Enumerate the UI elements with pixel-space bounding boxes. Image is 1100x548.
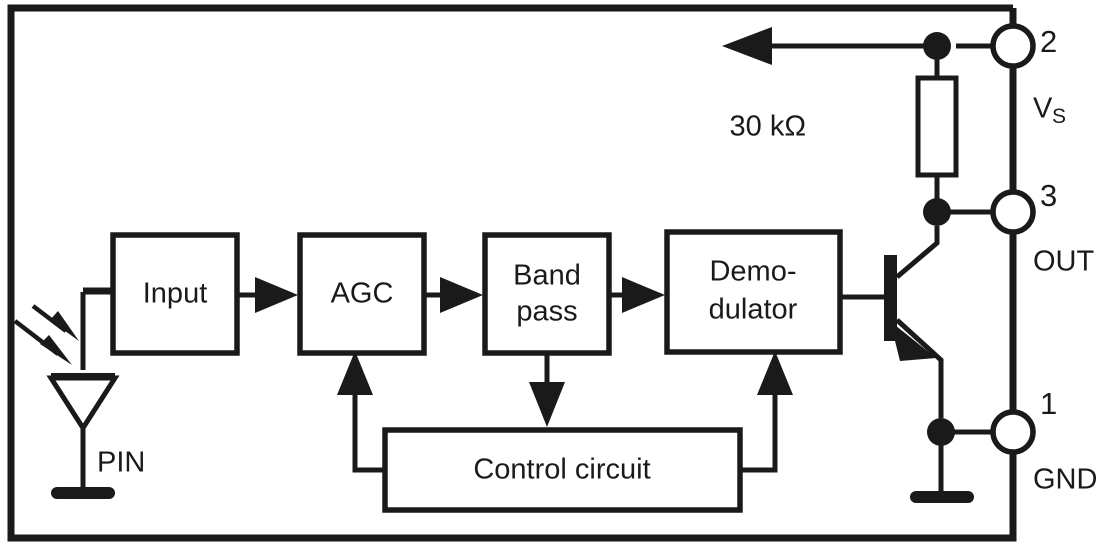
arrow-left-icon <box>722 27 772 65</box>
signal-arrow-agc-to-bandpass <box>424 277 483 313</box>
signal-arrow-control-to-agc <box>337 351 385 473</box>
terminal-pin1[interactable] <box>941 409 1036 455</box>
junction-dot-vs <box>923 32 951 60</box>
signal-arrow-control-to-demod <box>740 351 793 473</box>
ground-icon-pin <box>51 487 115 499</box>
block-bandpass-label-line2: pass <box>516 296 577 328</box>
block-agc[interactable]: AGC <box>297 232 427 356</box>
terminal-circle-icon[interactable] <box>990 23 1036 69</box>
block-input[interactable]: Input <box>110 232 240 356</box>
pin1-number: 1 <box>1040 386 1057 421</box>
junction-dot-out <box>923 198 951 226</box>
signal-arrow-bandpass-to-control <box>529 353 565 427</box>
pin3-label: OUT <box>1033 246 1095 278</box>
block-agc-label: AGC <box>331 278 394 310</box>
pin2-label-sub: S <box>1052 105 1066 128</box>
pin3-number: 3 <box>1040 178 1057 213</box>
pin2-label-main: V <box>1033 93 1053 125</box>
resistor-value-label: 30 kΩ <box>730 111 807 143</box>
terminal-circle-icon[interactable] <box>990 409 1036 455</box>
pin-photodiode-label: PIN <box>97 447 145 479</box>
signal-arrow-bandpass-to-demod <box>609 277 665 313</box>
pin1-label: GND <box>1033 464 1097 496</box>
resistor-icon <box>915 46 959 212</box>
block-demod-label-line2: dulator <box>709 294 798 326</box>
terminal-circle-icon[interactable] <box>990 189 1036 235</box>
terminal-pin2[interactable] <box>956 23 1036 69</box>
block-bandpass-label-line1: Band <box>513 260 581 292</box>
signal-arrow-input-to-agc <box>237 277 298 313</box>
block-input-label: Input <box>143 278 208 310</box>
pin2-number: 2 <box>1040 24 1057 59</box>
block-control-label: Control circuit <box>473 454 650 486</box>
block-control-circuit[interactable]: Control circuit <box>382 427 743 513</box>
light-arrow-icon-1 <box>13 319 72 365</box>
block-demod-label-line1: Demo- <box>709 256 796 288</box>
block-demodulator[interactable]: Demo- dulator <box>664 229 843 355</box>
terminal-pin3[interactable] <box>937 189 1036 235</box>
npn-transistor-icon <box>840 226 944 418</box>
light-arrow-icon-2 <box>31 304 79 341</box>
ground-icon-output <box>910 432 974 503</box>
block-bandpass[interactable]: Band pass <box>482 232 612 356</box>
pin-photodiode-icon <box>46 292 120 488</box>
photodiode-to-input-wire <box>83 287 113 295</box>
